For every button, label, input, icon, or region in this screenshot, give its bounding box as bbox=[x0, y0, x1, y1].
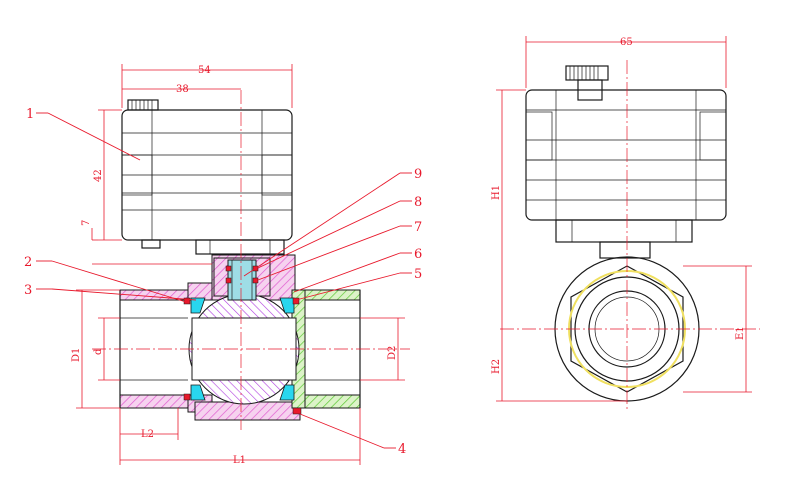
dim-D1-label: D1 bbox=[71, 348, 82, 362]
dim-L1-label: L1 bbox=[233, 455, 246, 466]
dim-38-label: 38 bbox=[176, 84, 189, 95]
dim-E1-label: E1 bbox=[735, 326, 746, 340]
actuator-side bbox=[121, 99, 293, 255]
part-callouts: 1 2 3 4 5 6 7 8 9 bbox=[24, 107, 422, 457]
part-label-3: 3 bbox=[24, 283, 32, 298]
dim-D2-label: D2 bbox=[387, 346, 398, 360]
dim-7-label: 7 bbox=[81, 220, 92, 226]
part-label-4: 4 bbox=[398, 442, 406, 457]
part-label-2: 2 bbox=[24, 255, 32, 270]
part-label-9: 9 bbox=[414, 167, 422, 182]
dim-54-label: 54 bbox=[198, 65, 211, 76]
dim-42-label: 42 bbox=[93, 169, 104, 182]
part-label-6: 6 bbox=[414, 247, 422, 262]
dim-d-label: d bbox=[93, 348, 104, 355]
side-dimensions: 54 38 42 7 D1 d D2 L2 L1 bbox=[71, 64, 405, 466]
part-label-8: 8 bbox=[414, 195, 422, 210]
front-dimensions: 65 H1 H2 E1 bbox=[491, 36, 752, 402]
part-label-5: 5 bbox=[414, 267, 422, 282]
part-label-7: 7 bbox=[414, 220, 422, 235]
actuator-front bbox=[525, 65, 727, 259]
dim-H2-label: H2 bbox=[491, 359, 502, 374]
dim-H1-label: H1 bbox=[491, 185, 502, 200]
dim-L2-label: L2 bbox=[141, 429, 154, 440]
dim-65-label: 65 bbox=[620, 37, 633, 48]
valve-body-section bbox=[119, 254, 361, 421]
part-label-1: 1 bbox=[26, 107, 34, 122]
